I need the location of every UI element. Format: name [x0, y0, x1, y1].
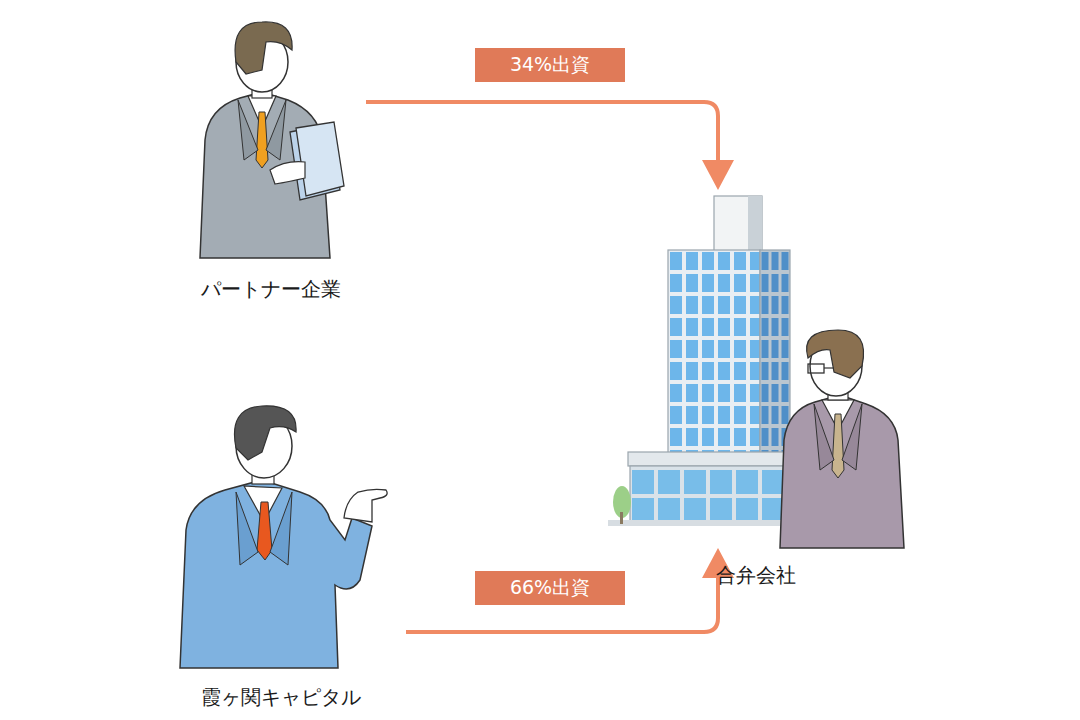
- investment-arrow: [406, 548, 734, 632]
- node-label: 合弁会社: [716, 562, 796, 589]
- jv-person: [780, 330, 904, 548]
- node-label: パートナー企業: [201, 276, 341, 303]
- edge-label: 66%出資: [475, 571, 625, 605]
- investment-arrow: [366, 102, 734, 190]
- investor-node: 霞ヶ関キャピタル: [176, 402, 386, 670]
- partner-person: [200, 22, 344, 258]
- node-label: 霞ヶ関キャピタル: [201, 684, 361, 711]
- kasumigaseki-person: [180, 406, 387, 668]
- edge-label: 34%出資: [475, 48, 625, 82]
- partner-node: パートナー企業: [196, 18, 346, 262]
- joint-venture-node: 合弁会社: [606, 190, 906, 548]
